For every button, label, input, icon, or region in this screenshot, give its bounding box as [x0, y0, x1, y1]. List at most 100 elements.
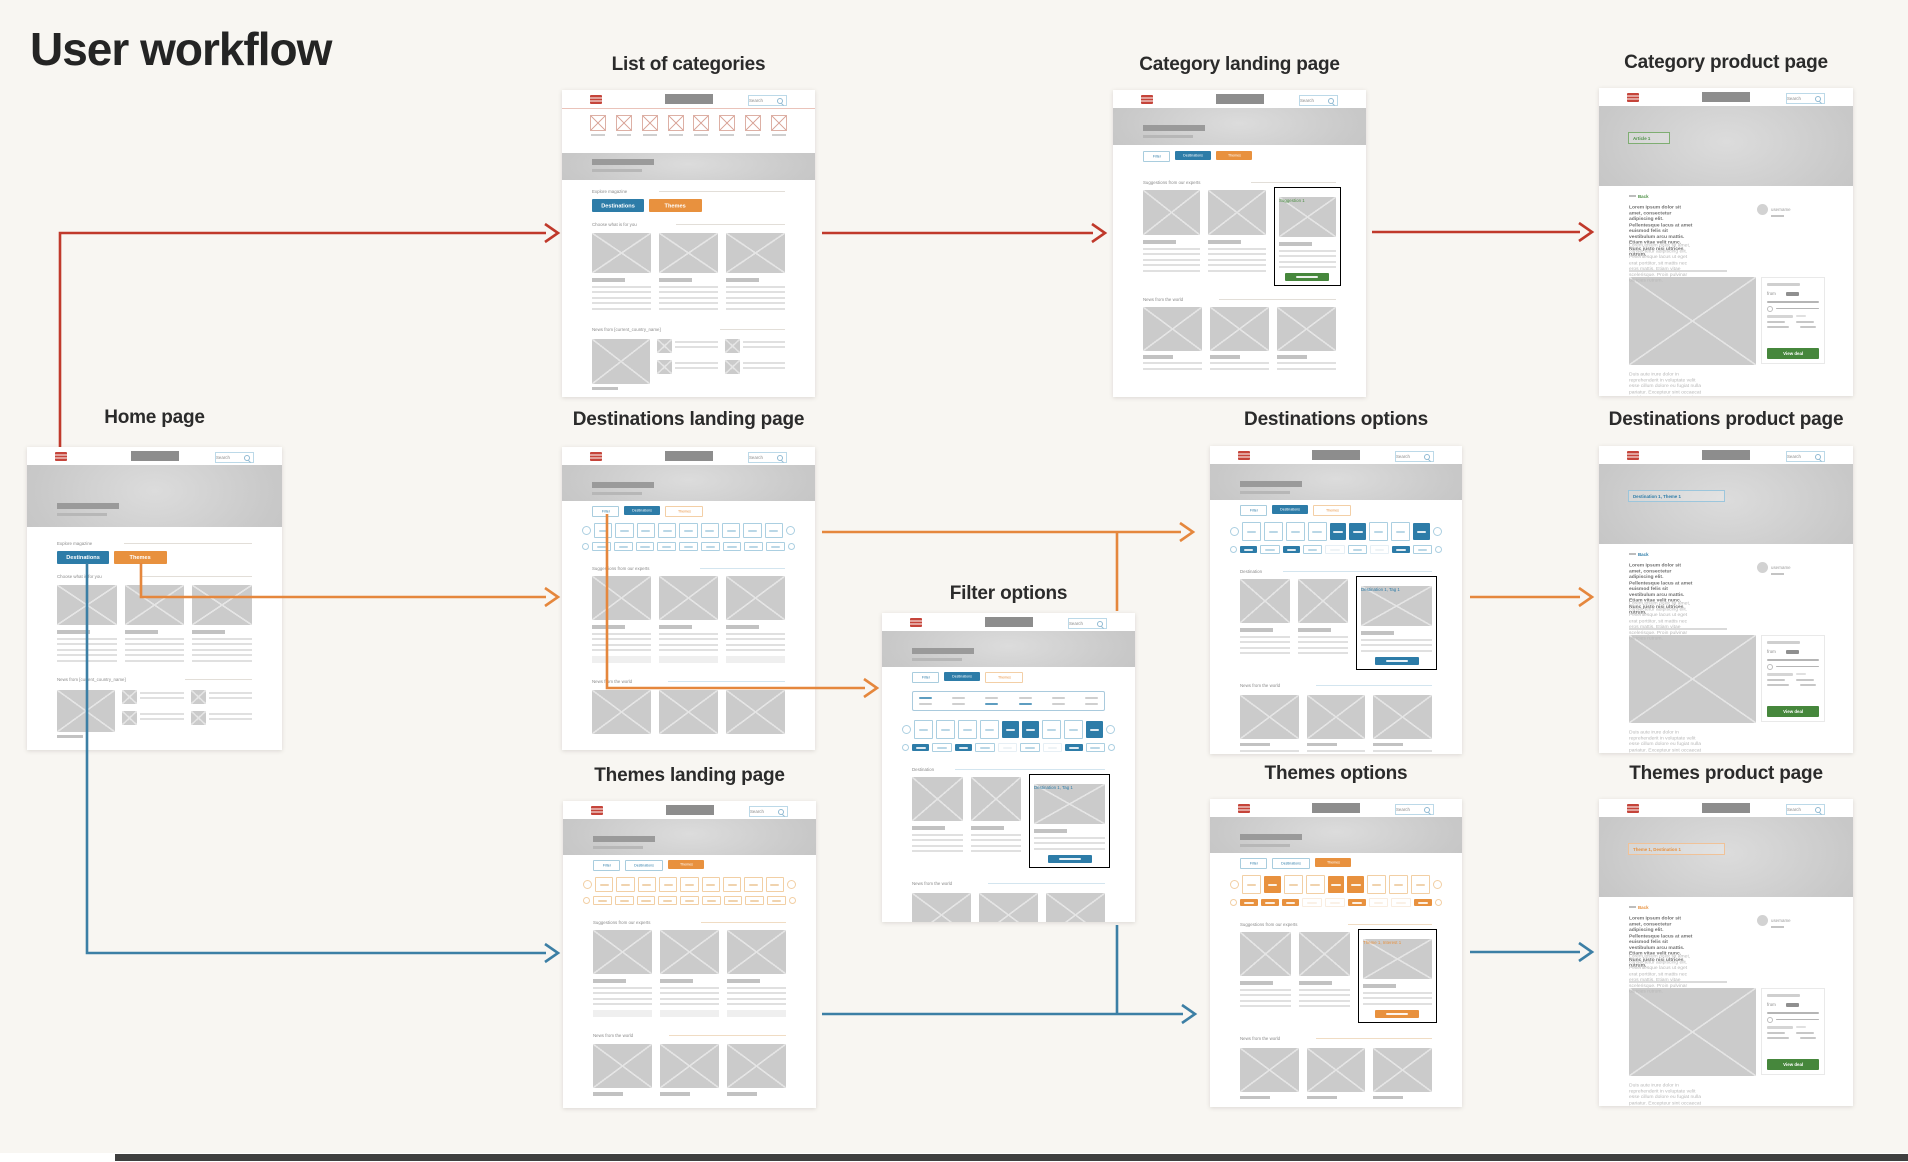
- chip[interactable]: [1325, 898, 1345, 907]
- chip[interactable]: [657, 542, 677, 551]
- chip[interactable]: [700, 523, 719, 538]
- result-card[interactable]: [912, 777, 963, 864]
- chip[interactable]: [658, 896, 678, 905]
- carousel-next-icon[interactable]: [788, 543, 796, 550]
- logo-icon[interactable]: [1238, 451, 1250, 460]
- chip[interactable]: [997, 743, 1018, 752]
- suggestion-card[interactable]: [1143, 190, 1201, 282]
- carousel-prev-icon[interactable]: [583, 897, 590, 904]
- category-tile[interactable]: [693, 115, 710, 153]
- chip[interactable]: [743, 523, 762, 538]
- chip[interactable]: [1392, 546, 1410, 553]
- chip[interactable]: [1240, 546, 1258, 553]
- country-news-block[interactable]: [592, 338, 785, 390]
- suggestion-card[interactable]: [659, 576, 718, 663]
- back-link[interactable]: Back: [1629, 193, 1853, 199]
- suggestion-cards[interactable]: [592, 576, 785, 663]
- search-input[interactable]: Search: [748, 95, 787, 106]
- news-item[interactable]: [657, 338, 718, 353]
- chip[interactable]: [1412, 545, 1432, 554]
- news-card[interactable]: [1210, 307, 1269, 370]
- chip[interactable]: [1349, 523, 1367, 540]
- filter-tag[interactable]: [1084, 697, 1098, 699]
- news-item[interactable]: [724, 359, 785, 374]
- news-card[interactable]: [979, 892, 1038, 922]
- filter-button[interactable]: Filter: [592, 506, 619, 517]
- filter-button[interactable]: Filter: [593, 860, 620, 871]
- filter-tag[interactable]: [952, 703, 966, 705]
- chip[interactable]: [1347, 899, 1366, 906]
- chip[interactable]: [679, 542, 698, 551]
- chip[interactable]: [679, 523, 698, 538]
- world-news-cards[interactable]: [912, 892, 1105, 922]
- result-card[interactable]: [1298, 579, 1349, 666]
- result-cards[interactable]: Destination 1, Tag 1: [1240, 576, 1438, 670]
- logo-icon[interactable]: [590, 95, 602, 104]
- chip[interactable]: [680, 896, 699, 905]
- search-input[interactable]: Search: [1395, 451, 1434, 462]
- chip[interactable]: [1325, 545, 1345, 554]
- news-card[interactable]: [1240, 694, 1299, 752]
- chip[interactable]: [914, 720, 933, 739]
- filter-button[interactable]: Filter: [1240, 505, 1267, 516]
- chip[interactable]: [936, 720, 955, 739]
- news-card[interactable]: [726, 690, 785, 734]
- destinations-button[interactable]: Destinations: [1272, 505, 1308, 514]
- suggestion-card[interactable]: [1208, 190, 1266, 282]
- news-card[interactable]: [659, 690, 718, 734]
- nav-bar[interactable]: [1702, 450, 1750, 460]
- filter-tag[interactable]: [1018, 703, 1032, 705]
- chip[interactable]: [1242, 522, 1261, 541]
- search-input[interactable]: Search: [1299, 95, 1338, 106]
- chip[interactable]: [1414, 899, 1433, 906]
- news-card[interactable]: [1373, 1047, 1433, 1099]
- news-item[interactable]: [190, 710, 252, 725]
- theme-chip-carousel[interactable]: [583, 877, 796, 892]
- tag-chip-carousel[interactable]: [902, 743, 1115, 752]
- chip[interactable]: [745, 896, 765, 905]
- chip[interactable]: [1369, 545, 1390, 554]
- card-cta-button[interactable]: [1047, 854, 1092, 863]
- carousel-prev-icon[interactable]: [583, 880, 592, 889]
- highlighted-result-card[interactable]: Theme 1, Interest 1: [1357, 929, 1437, 1023]
- suggestion-cards[interactable]: Suggestion 1: [1143, 187, 1341, 286]
- filter-tag-panel[interactable]: [912, 691, 1105, 711]
- news-item[interactable]: [657, 359, 718, 374]
- chip[interactable]: [615, 523, 634, 538]
- view-deal-button[interactable]: View deal: [1767, 706, 1819, 717]
- news-card[interactable]: [1046, 892, 1105, 922]
- chip[interactable]: [613, 542, 633, 551]
- article-card[interactable]: [592, 233, 651, 310]
- category-tile[interactable]: [641, 115, 658, 153]
- carousel-prev-icon[interactable]: [1230, 546, 1237, 553]
- chip[interactable]: [1391, 898, 1412, 907]
- chip[interactable]: [980, 720, 999, 739]
- view-deal-button[interactable]: View deal: [1767, 348, 1819, 359]
- logo-icon[interactable]: [1141, 95, 1153, 104]
- destinations-button[interactable]: Destinations: [57, 551, 109, 564]
- chip[interactable]: [1263, 876, 1281, 893]
- search-input[interactable]: Search: [1068, 618, 1107, 629]
- chip[interactable]: [975, 743, 995, 752]
- filter-tag[interactable]: [1051, 697, 1065, 699]
- chip[interactable]: [744, 877, 763, 892]
- news-card[interactable]: [1277, 307, 1336, 370]
- chip[interactable]: [1282, 546, 1300, 553]
- chip[interactable]: [958, 720, 977, 739]
- logo-icon[interactable]: [55, 452, 67, 461]
- news-card[interactable]: [727, 1044, 786, 1096]
- category-tile[interactable]: [770, 115, 787, 153]
- themes-button[interactable]: Themes: [1216, 151, 1252, 160]
- chip[interactable]: [722, 542, 742, 551]
- chip[interactable]: [1240, 899, 1258, 906]
- chip[interactable]: [744, 542, 764, 551]
- suggestion-card[interactable]: [726, 576, 785, 663]
- chip[interactable]: [701, 896, 721, 905]
- article-card[interactable]: [659, 233, 718, 310]
- nav-bar[interactable]: [1702, 92, 1750, 102]
- news-card[interactable]: [593, 1044, 652, 1096]
- category-tile[interactable]: [667, 115, 684, 153]
- news-item[interactable]: [122, 689, 184, 704]
- carousel-prev-icon[interactable]: [582, 526, 591, 535]
- chip[interactable]: [1020, 743, 1040, 752]
